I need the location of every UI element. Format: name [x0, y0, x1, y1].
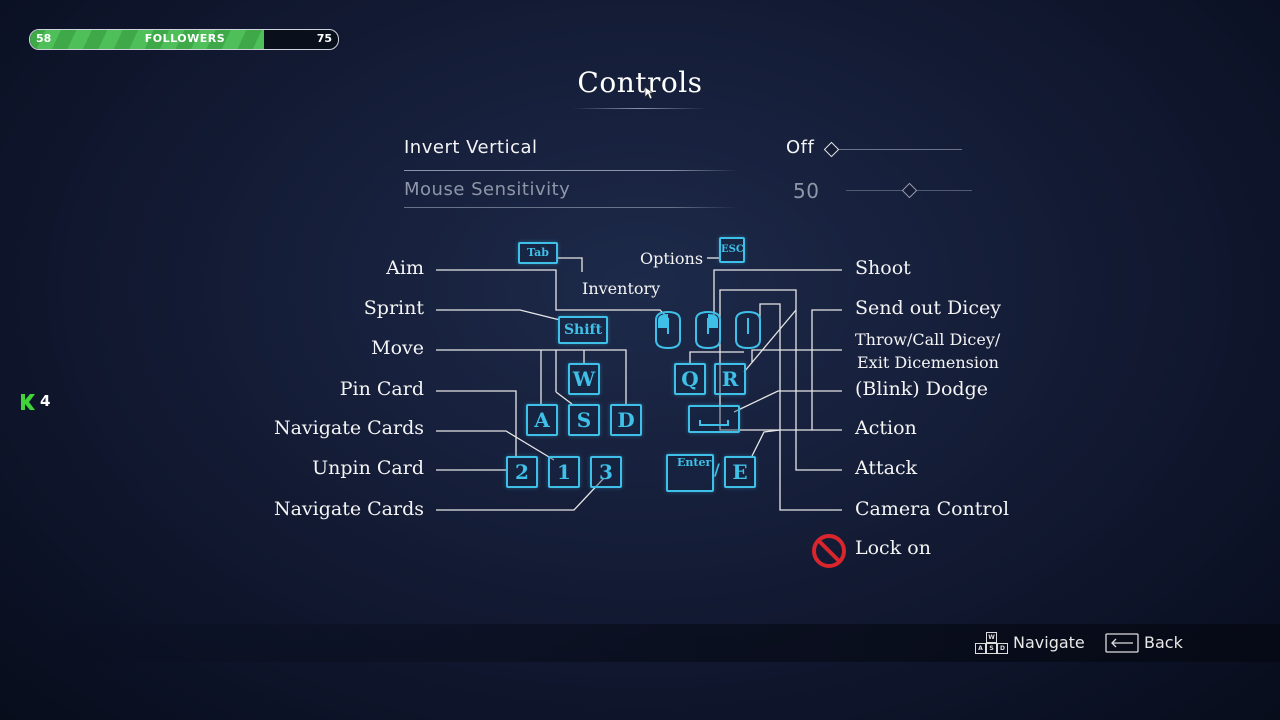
label-navigate-cards-1: Navigate Cards — [273, 417, 424, 439]
label-action: Action — [855, 417, 917, 439]
label-move: Move — [371, 337, 424, 359]
mini-key-w: W — [986, 632, 997, 643]
key-a: A — [526, 404, 558, 436]
key-2: 2 — [506, 456, 538, 488]
backspace-key-icon — [1105, 633, 1139, 653]
key-r: R — [714, 363, 746, 395]
mini-key-a: A — [975, 643, 986, 654]
key-s: S — [568, 404, 600, 436]
key-w: W — [568, 363, 600, 395]
back-label: Back — [1144, 633, 1183, 652]
mouse-sensitivity-value: 50 — [793, 179, 820, 203]
invert-vertical-label: Invert Vertical — [404, 137, 538, 158]
key-esc: ESC — [719, 237, 745, 263]
label-exit-dicemension: Exit Dicemension — [857, 353, 999, 372]
title-divider — [572, 108, 706, 109]
label-camera-control: Camera Control — [855, 498, 1010, 520]
invert-vertical-slider[interactable] — [830, 149, 962, 150]
key-e: E — [724, 456, 756, 488]
label-lock-on: Lock on — [855, 537, 931, 559]
followers-min: 58 — [36, 32, 52, 45]
key-3: 3 — [590, 456, 622, 488]
k-currency-icon — [21, 394, 35, 410]
key-enter: Enter — [666, 454, 714, 492]
mouse-sensitivity-underline — [404, 207, 738, 208]
spacebar-icon — [699, 420, 729, 426]
mouse-sensitivity-label: Mouse Sensitivity — [404, 179, 571, 200]
key-space — [688, 405, 740, 433]
label-aim: Aim — [386, 257, 424, 279]
no-binding-icon — [812, 534, 846, 568]
label-attack: Attack — [855, 457, 918, 479]
mouse-cursor-icon — [644, 86, 654, 100]
followers-bar-fill — [30, 30, 265, 49]
followers-bar: FOLLOWERS 58 75 — [29, 29, 339, 50]
label-inventory: Inventory — [582, 279, 661, 298]
label-throw-call-dicey: Throw/Call Dicey/ — [855, 330, 1001, 349]
key-d: D — [610, 404, 642, 436]
navigate-hint[interactable]: W A S D Navigate — [974, 632, 1085, 654]
invert-vertical-value: Off — [786, 137, 815, 158]
mini-key-d: D — [997, 643, 1008, 654]
key-shift: Shift — [558, 316, 608, 344]
label-pin-card: Pin Card — [339, 378, 424, 400]
bottom-hint-bar — [0, 624, 1280, 662]
label-navigate-cards-2: Navigate Cards — [273, 498, 424, 520]
setting-row-mouse-sensitivity[interactable]: Mouse Sensitivity — [404, 178, 744, 218]
key-tab: Tab — [518, 242, 558, 264]
setting-row-invert-vertical[interactable]: Invert Vertical — [404, 136, 744, 176]
label-blink-dodge: (Blink) Dodge — [855, 378, 988, 400]
mouse-buttons-diagram — [655, 310, 761, 350]
mini-key-s: S — [986, 643, 997, 654]
key-1: 1 — [548, 456, 580, 488]
navigate-label: Navigate — [1013, 633, 1085, 652]
wasd-keys-icon: W A S D — [974, 632, 1008, 654]
back-button[interactable]: Back — [1105, 632, 1185, 654]
label-options: Options — [640, 249, 704, 268]
label-send-out-dicey: Send out Dicey — [855, 297, 1001, 319]
invert-vertical-underline — [404, 170, 738, 171]
followers-max: 75 — [316, 32, 332, 45]
followers-label: FOLLOWERS — [144, 32, 226, 45]
enter-e-separator: / — [714, 460, 720, 479]
k-count: 4 — [40, 392, 51, 410]
label-sprint: Sprint — [363, 297, 424, 319]
label-shoot: Shoot — [855, 257, 911, 279]
page-title: Controls — [577, 66, 703, 99]
key-q: Q — [674, 363, 706, 395]
label-unpin-card: Unpin Card — [312, 457, 424, 479]
